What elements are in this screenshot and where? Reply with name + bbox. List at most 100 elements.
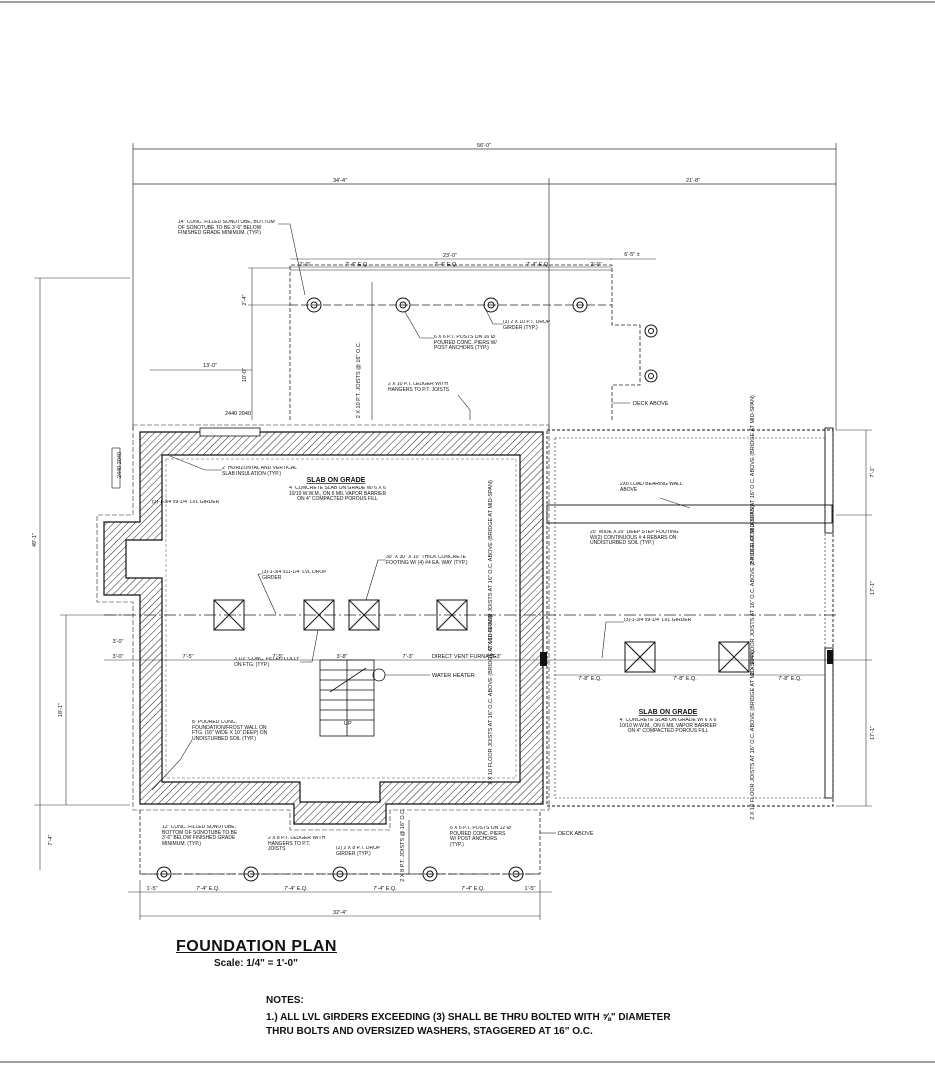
note-insulation: 2" HORIZONTAL AND VERTICAL SLAB INSULATI… (222, 466, 297, 477)
note-step-footing: 20" WIDE X 20" DEEP STEP FOOTING W/(2) C… (590, 530, 679, 546)
dim-front-bay-1: 7'-4" E.Q. (196, 886, 220, 892)
note-deck-above-front: DECK ABOVE (558, 831, 594, 837)
insulation-outline (96, 424, 550, 831)
dim-front-bay-4: 7'-4" E.Q. (461, 886, 485, 892)
dim-rear-deck-depth: 2'-4" (242, 294, 248, 305)
note-joists-front: 2 X 8 P.T. JOISTS @ 16" O.C. (400, 808, 406, 882)
note-posts-rear: 6 X 6 P.T. POSTS ON 16"Ø POURED CONC. PI… (434, 335, 497, 351)
wall-anchor-mark-right (827, 650, 833, 664)
note-lvl-girder-left: (3)-1-3/4"x9-1/4" LVL GIRDER (152, 500, 220, 505)
dim-front-overall: 32'-4" (333, 910, 347, 916)
note-water-heater: WATER HEATER (432, 673, 475, 679)
right-dimension-lines (836, 429, 872, 807)
dim-rear-deck-right: 2'-0" (591, 262, 602, 268)
pier (572, 297, 588, 313)
door-label: 2440 2040 (117, 452, 123, 478)
slab-edge-left (165, 458, 517, 779)
pier (422, 866, 438, 882)
pier (644, 324, 658, 338)
footing-3 (348, 599, 380, 631)
note-floor-joists-right-a: 2 X 10 FLOOR JOISTS AT 16" O.C. ABOVE (B… (750, 395, 756, 565)
dim-front-end-left: 1'-5" (147, 886, 158, 892)
notes-block: NOTES: 1.) ALL LVL GIRDERS EXCEEDING (3)… (266, 994, 671, 1039)
note-joists-rear: 2 X 10 P.T. JOISTS @ 16" O.C. (356, 341, 362, 418)
note-insulation-wrap: 2" HORIZONTAL AND VERTICAL SLAB INSULATI… (222, 466, 297, 477)
front-deck (139, 810, 556, 875)
note-footing-wrap: 30" X 30" X 10" THICK CONCRETE FOOTING W… (386, 555, 468, 566)
note-line-1: 1.) ALL LVL GIRDERS EXCEEDING (3) SHALL … (266, 1012, 671, 1023)
leader-posts-rear (404, 311, 434, 339)
leader-lvl-girder-right (601, 621, 624, 659)
leader-footing (365, 559, 386, 601)
note-sonotube-front: 12" CONC. FILLED SONOTUBE, BOTTOM OF SON… (162, 825, 238, 847)
slab-desc-right-wrap: 4" CONCRETE SLAB ON GRADE W/ 6 X 6 10/10… (619, 718, 716, 734)
slab-desc-left-wrap: 4" CONCRETE SLAB ON GRADE W/ 6 X 6 10/10… (288, 486, 387, 502)
footing-5 (624, 641, 656, 673)
dim-bay-1: 7'-5" (183, 654, 194, 660)
note-girder-front-wrap: (2) 2 X 8 P.T. DROP GIRDER (TYP.) (336, 846, 381, 857)
dim-front-end-right: 1'-5" (525, 886, 536, 892)
leader-insulation (169, 455, 222, 471)
rear-deck-piers (306, 297, 658, 383)
note-ledger-rear-wrap: 2 X 10 P.T. LEDGER WITH HANGERS TO P.T. … (388, 382, 450, 393)
note-floor-joists-mid-b: 2 X 10 FLOOR JOISTS AT 16" O.C. ABOVE (B… (488, 615, 494, 785)
dim-bay-2: 7'-5" (273, 654, 284, 660)
note-girder-front: (2) 2 X 8 P.T. DROP GIRDER (TYP.) (336, 846, 381, 857)
note-footing: 30" X 30" X 10" THICK CONCRETE FOOTING W… (386, 555, 468, 566)
dim-rear-deck-left: 2'-0" (300, 262, 311, 268)
note-lvl-drop-girder-wrap: (3)-1-3/4"x11-1/4" LVL DROP GIRDER (262, 570, 327, 580)
note-floor-joists-mid-a: 2 X 10 FLOOR JOISTS AT 16" O.C. ABOVE (B… (488, 480, 494, 650)
top-dimensions (132, 143, 837, 430)
leader-lvl-drop (257, 573, 277, 615)
pier (483, 297, 499, 313)
pier (644, 369, 658, 383)
left-dimension-lines (34, 277, 130, 870)
interior-footings (213, 599, 750, 673)
leader-foundation-wall (151, 739, 193, 791)
footing-6 (718, 641, 750, 673)
note-foundation-wall: 8" POURED CONC. FOUNDATION/FROST WALL ON… (192, 720, 268, 742)
dim-rear-deck-side: 6'-5" ± (624, 252, 640, 258)
dim-rear-bay-3: 7'-4" E.Q. (526, 262, 550, 268)
dim-left-jog: 3'-0" (113, 639, 124, 645)
note-lvl-girder-right: (3)-1-3/4"x9-1/4" LVL GIRDER (624, 618, 692, 623)
note-foundation-wall-wrap: 8" POURED CONC. FOUNDATION/FROST WALL ON… (192, 720, 268, 742)
dim-left-width: 34'-4" (333, 178, 347, 184)
dim-bay-4: 7'-3" (403, 654, 414, 660)
stair (319, 659, 375, 737)
note-girder-rear-wrap: (3) 2 X 10 P.T. DROP GIRDER (TYP.) (503, 320, 551, 331)
notes-heading: NOTES: (266, 995, 304, 1006)
dim-right-width: 21'-8" (686, 178, 700, 184)
dim-front-bay-3: 7'-4" E.Q. (373, 886, 397, 892)
note-sonotube-rear: 14" CONC. FILLED SONOTUBE, BOTTOM OF SON… (178, 220, 275, 236)
front-deck-piers (156, 866, 524, 882)
footing-2 (303, 599, 335, 631)
plan-scale: Scale: 1/4" = 1'-0" (214, 958, 298, 969)
leader-sonotube-rear (278, 223, 306, 296)
pier (395, 297, 411, 313)
rear-deck (289, 264, 641, 420)
note-girder-rear: (3) 2 X 10 P.T. DROP GIRDER (TYP.) (503, 320, 551, 331)
note-posts-front: 6 X 6 P.T. POSTS ON 12"Ø POURED CONC. PI… (450, 826, 511, 848)
dim-overall-depth: 49'-1" (32, 533, 38, 547)
note-bearing-wall: 2X6 LOAD BEARING WALL ABOVE (620, 482, 683, 493)
note-lvl-girder-right-wrap: (3)-1-3/4"x9-1/4" LVL GIRDER (624, 618, 692, 623)
plan-title: FOUNDATION PLAN (176, 938, 337, 955)
dim-right-bay-2: 7'-8" E.Q. (673, 676, 697, 682)
note-lvl-girder-left-wrap: (3)-1-3/4"x9-1/4" LVL GIRDER (152, 500, 220, 505)
title-block: FOUNDATION PLAN Scale: 1/4" = 1'-0" (176, 938, 337, 969)
note-lally-wrap: 3 1/2" CONC. FILLED LOLLY ON FTG. (TYP.) (234, 657, 299, 667)
window-label: 2440 2040 (225, 411, 251, 417)
window-rear (199, 427, 261, 437)
dim-left-offset: 13'-0" (203, 363, 217, 369)
note-sonotube-rear-wrap: 14" CONC. FILLED SONOTUBE, BOTTOM OF SON… (178, 220, 275, 236)
stair-up-label: UP (344, 721, 352, 727)
slab-desc-left: 4" CONCRETE SLAB ON GRADE W/ 6 X 6 10/10… (288, 486, 387, 502)
note-bearing-wall-wrap: 2X6 LOAD BEARING WALL ABOVE (620, 482, 683, 493)
note-ledger-rear: 2 X 10 P.T. LEDGER WITH HANGERS TO P.T. … (388, 382, 450, 393)
note-floor-joists-right-c: 2 X 10 FLOOR JOISTS AT 16" O.C. ABOVE (B… (750, 650, 756, 820)
dim-front-deck-depth: 7'-4" (48, 834, 54, 845)
dim-bay-3: 3'-8" (337, 654, 348, 660)
dim-rear-deck-depth-2: 10'-0" (242, 368, 248, 382)
slab-title-left: SLAB ON GRADE (307, 477, 366, 484)
